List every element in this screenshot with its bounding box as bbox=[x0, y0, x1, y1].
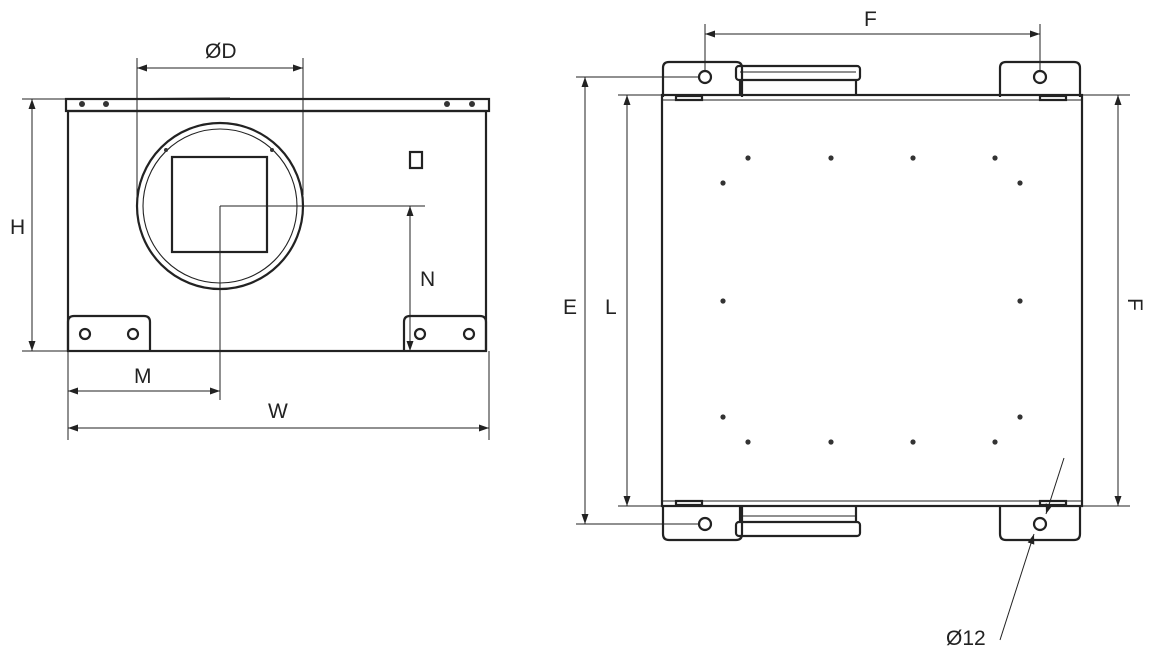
dim-label-l: L bbox=[605, 296, 617, 319]
front-bracket-right bbox=[402, 314, 488, 351]
front-bracket-left bbox=[66, 314, 152, 351]
front-body bbox=[66, 109, 488, 353]
front-top-flange bbox=[64, 97, 491, 113]
indicator-square bbox=[408, 150, 424, 170]
dim-label-f-side: F bbox=[1123, 298, 1146, 311]
dim-label-width: W bbox=[268, 400, 288, 423]
dim-label-height: H bbox=[10, 216, 25, 239]
dim-label-e: E bbox=[563, 296, 577, 319]
dim-label-n: N bbox=[420, 268, 435, 291]
dim-label-diameter: ØD bbox=[205, 40, 237, 63]
spigot-top bbox=[734, 64, 862, 95]
top-body bbox=[660, 93, 1084, 508]
top-bracket-bl bbox=[661, 505, 744, 542]
spigot-bottom bbox=[734, 506, 862, 538]
dim-label-f-top: F bbox=[864, 8, 877, 31]
top-bracket-tl bbox=[661, 60, 744, 97]
front-view: ØD H N M W bbox=[10, 40, 491, 440]
top-bracket-br bbox=[998, 505, 1082, 542]
screw-pattern bbox=[720, 155, 1023, 445]
top-view: F E L F Ø12 bbox=[563, 8, 1146, 650]
dim-label-hole: Ø12 bbox=[946, 627, 986, 650]
dim-label-m: M bbox=[134, 365, 152, 388]
